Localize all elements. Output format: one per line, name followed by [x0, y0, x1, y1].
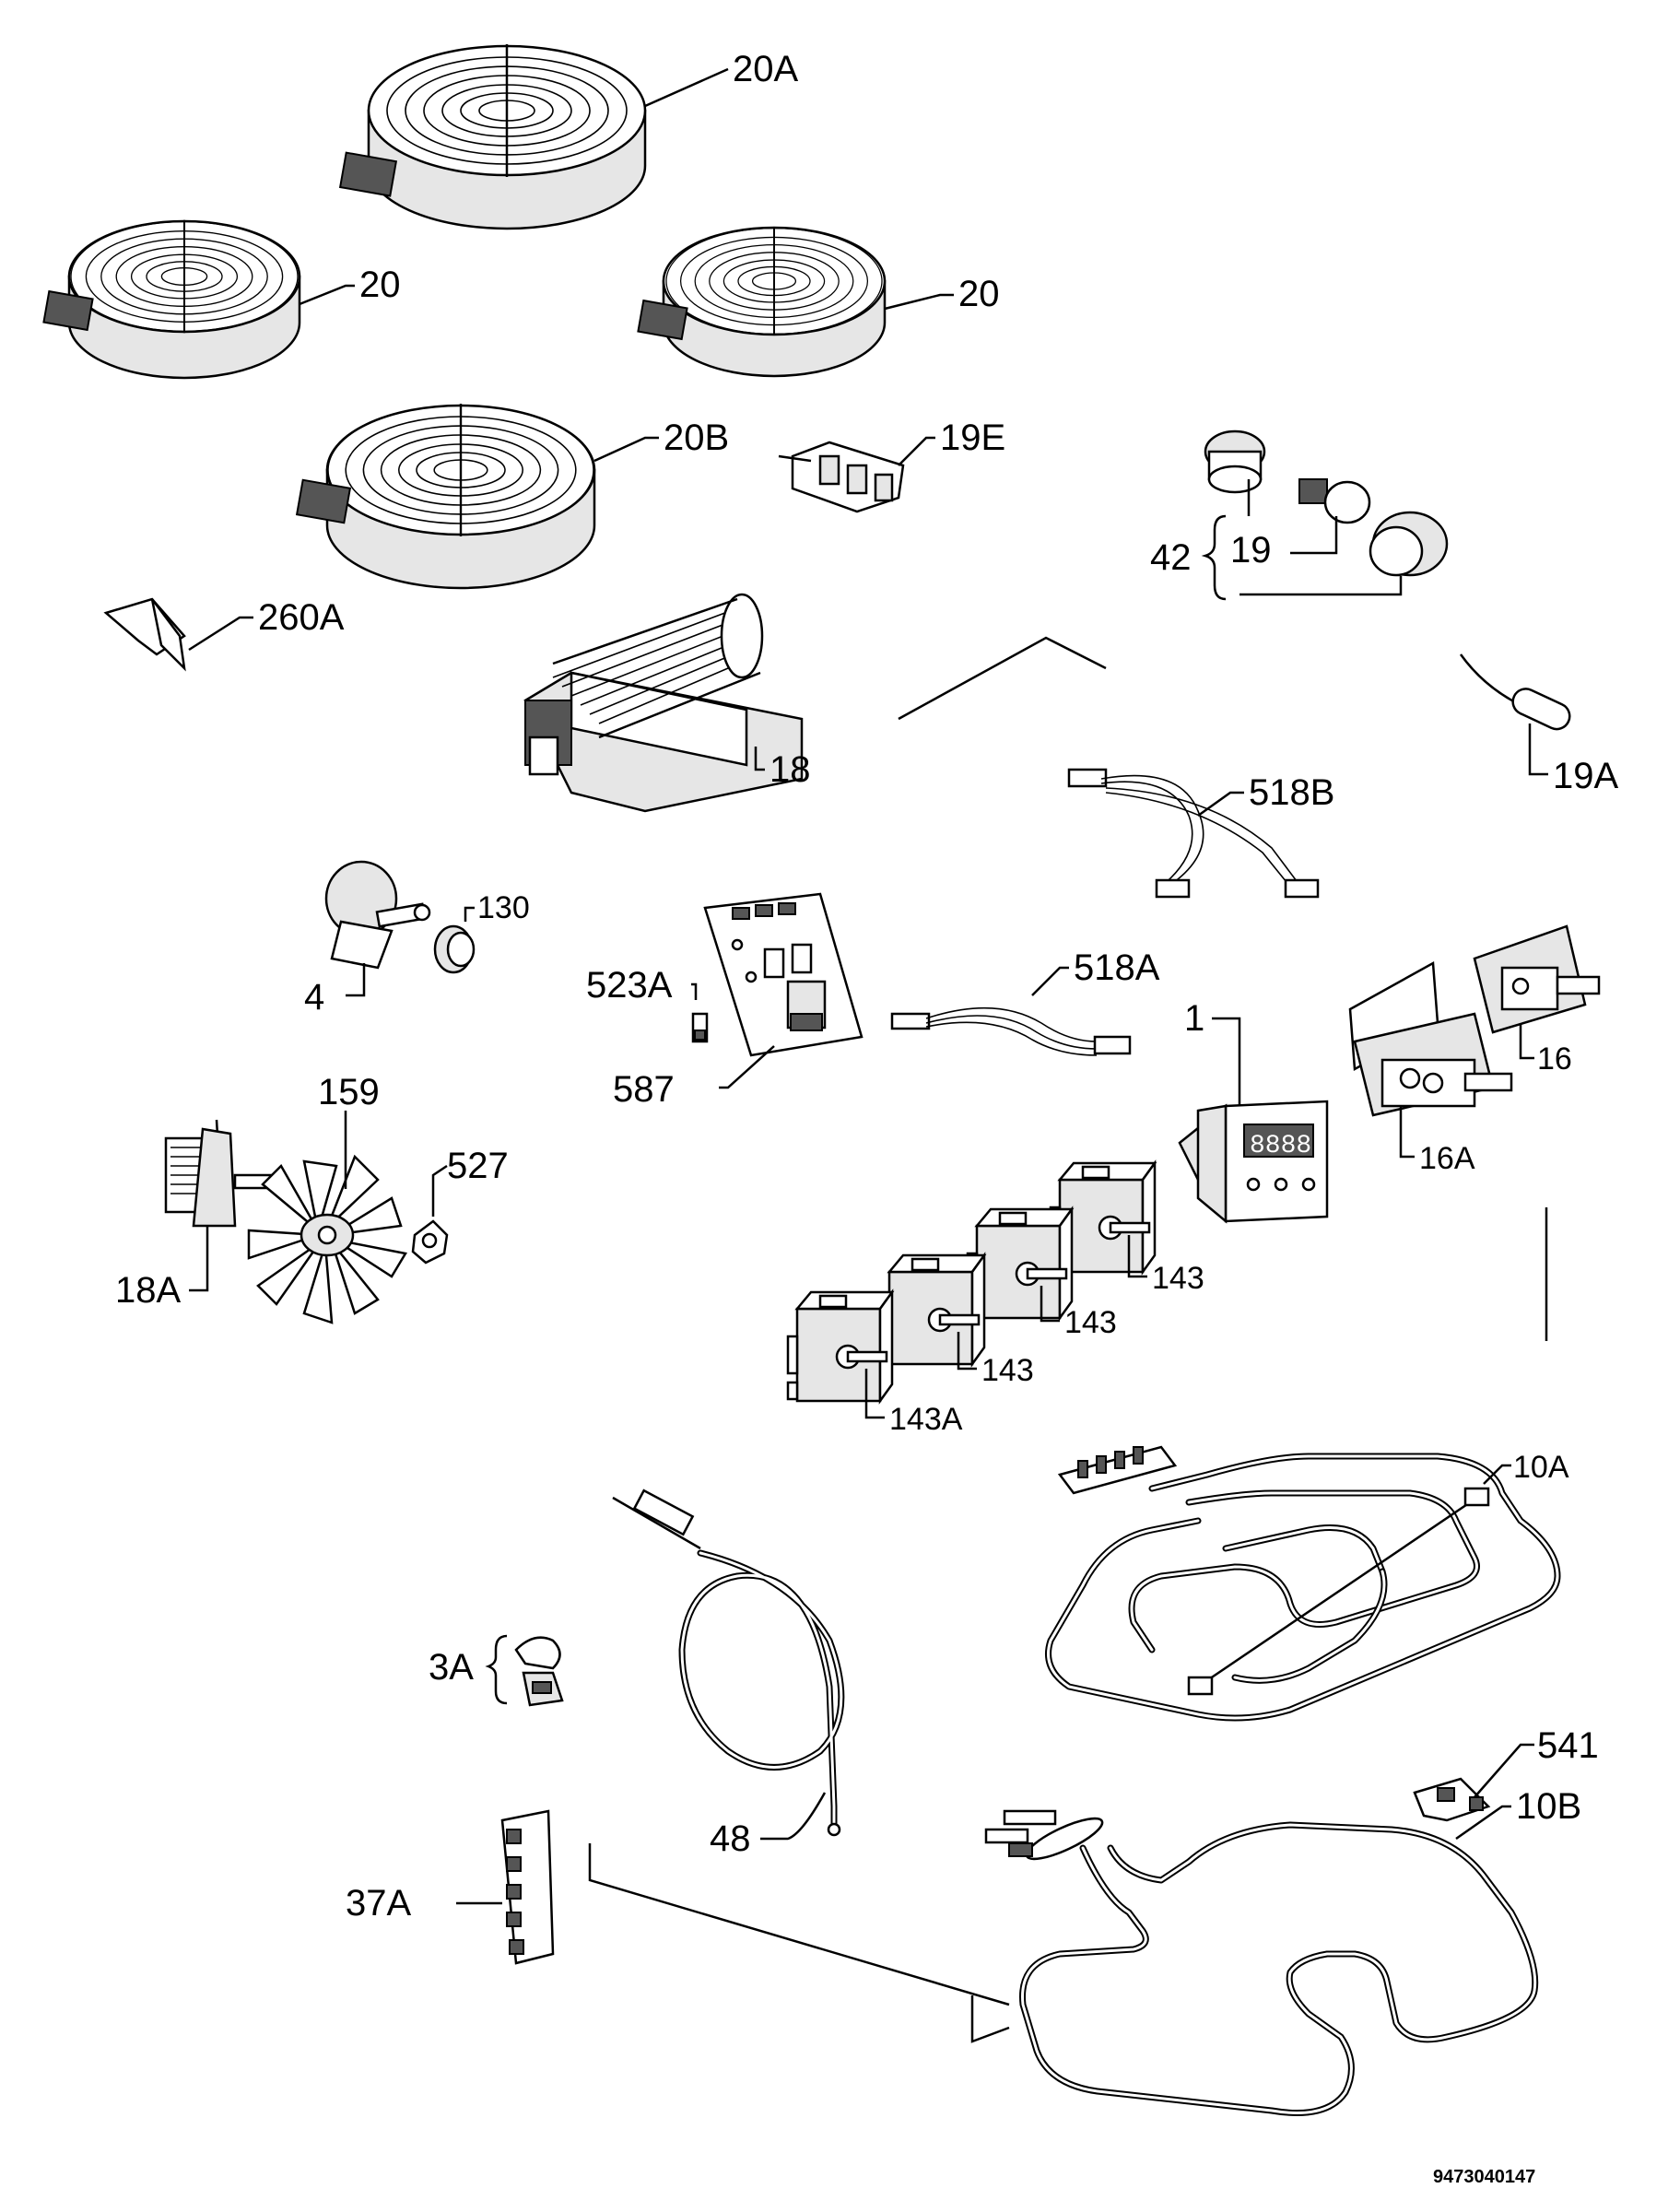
brace-3a — [485, 1634, 508, 1705]
wiring-harness-518b — [1067, 768, 1320, 899]
label-48: 48 — [710, 1818, 751, 1859]
label-16: 16 — [1537, 1041, 1572, 1077]
label-260a: 260A — [258, 597, 345, 638]
oven-frame-lines — [588, 636, 1548, 2043]
label-143a: 143A — [889, 1402, 963, 1437]
terminal-block-19e — [778, 436, 935, 513]
hotplate-20-left — [42, 218, 355, 380]
grill-element-10a — [1045, 1445, 1561, 1722]
label-4: 4 — [304, 977, 324, 1018]
oven-lamp-assembly — [1201, 429, 1449, 601]
energy-regulator-143-2 — [966, 1207, 1074, 1323]
label-159: 159 — [318, 1072, 380, 1112]
lamp-bulb — [1290, 478, 1371, 555]
thermostat-capillary-48 — [612, 1488, 845, 1841]
tangential-fan-18 — [523, 593, 804, 813]
label-19a: 19A — [1553, 756, 1618, 796]
label-143-1: 143 — [1152, 1261, 1204, 1296]
control-board-587 — [703, 892, 863, 1089]
connector-523a — [691, 982, 709, 1043]
brace-42 — [1201, 514, 1227, 601]
label-10b: 10B — [1516, 1786, 1581, 1827]
bracket-260a — [103, 597, 253, 672]
energy-regulator-143a — [786, 1290, 894, 1419]
electronic-timer-1: 8888 — [1178, 1017, 1329, 1224]
label-518a: 518A — [1074, 947, 1160, 988]
label-587: 587 — [613, 1069, 675, 1110]
nut-527 — [411, 1164, 449, 1265]
temperature-sensor-19a — [1459, 653, 1571, 776]
label-541: 541 — [1537, 1725, 1599, 1766]
label-19: 19 — [1230, 530, 1272, 571]
label-20-right: 20 — [958, 274, 1000, 314]
energy-regulator-143-1 — [1049, 1161, 1157, 1278]
bottom-element-10b — [984, 1805, 1539, 2116]
label-20a: 20A — [733, 49, 798, 89]
hotplate-20-right — [637, 225, 954, 378]
label-18a: 18A — [115, 1270, 181, 1311]
label-20b: 20B — [664, 418, 729, 458]
fan-blade-159 — [247, 1111, 407, 1324]
label-10a: 10A — [1513, 1450, 1569, 1485]
label-16a: 16A — [1419, 1141, 1475, 1176]
document-id: 9473040147 — [1433, 2167, 1535, 2187]
selector-switch-16a — [1348, 960, 1513, 1159]
terminal-block-37a — [456, 1809, 555, 1965]
label-518b: 518B — [1249, 772, 1334, 813]
label-527: 527 — [447, 1146, 509, 1186]
label-19e: 19E — [940, 418, 1005, 458]
lamp-cover — [1239, 511, 1449, 596]
label-143-2: 143 — [1064, 1305, 1117, 1340]
display-digits: 8888 — [1250, 1132, 1311, 1160]
energy-regulator-143-3 — [878, 1253, 986, 1371]
hotplate-20a — [338, 42, 729, 230]
hotplate-20b — [295, 402, 659, 590]
bushing-130 — [433, 906, 476, 974]
label-18: 18 — [770, 749, 811, 790]
label-42: 42 — [1150, 537, 1192, 578]
label-37a: 37A — [346, 1883, 411, 1924]
terminal-541 — [1413, 1743, 1534, 1822]
motor-4 — [324, 860, 431, 997]
label-20-left: 20 — [359, 265, 401, 305]
label-143-3: 143 — [981, 1353, 1034, 1388]
wiring-harness-518a — [890, 966, 1132, 1056]
fan-motor-18a — [164, 1119, 274, 1292]
label-523a: 523A — [586, 965, 673, 1006]
label-1: 1 — [1184, 998, 1204, 1039]
label-130: 130 — [477, 890, 530, 925]
clip-3a — [485, 1634, 564, 1707]
selector-switch-16 — [1473, 924, 1601, 1060]
label-3a: 3A — [429, 1647, 474, 1688]
